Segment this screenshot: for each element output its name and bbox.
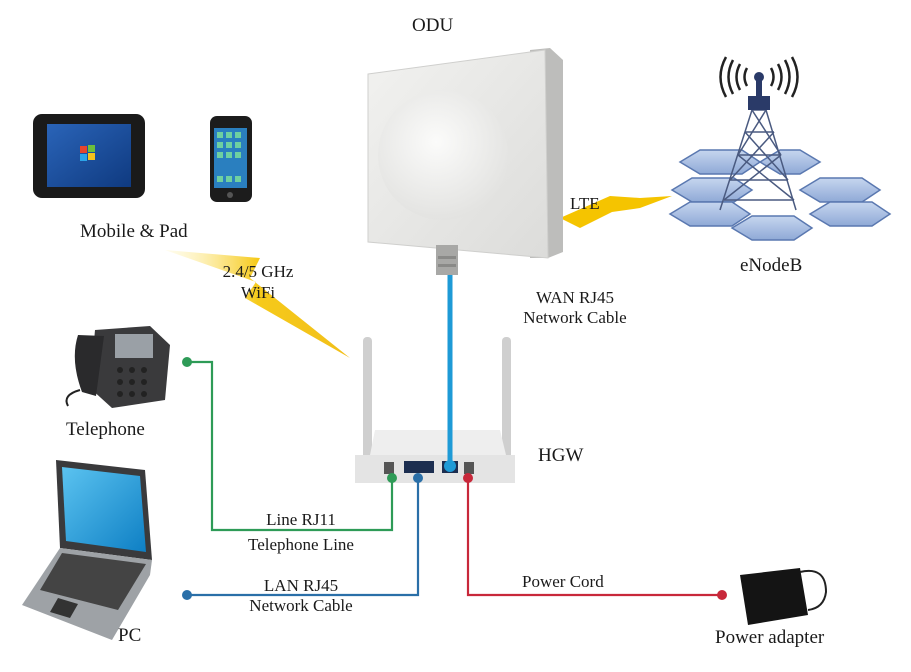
hgw-label: HGW bbox=[538, 445, 584, 466]
telephone-icon bbox=[65, 326, 170, 408]
enodeb-cell-grid bbox=[668, 149, 892, 241]
hgw-line-port bbox=[387, 473, 397, 483]
line-rj11-label-line1: Line RJ11 bbox=[266, 510, 336, 529]
telephone-port-dot bbox=[182, 357, 192, 367]
odu-antenna-icon bbox=[367, 48, 563, 275]
wan-label-line1: WAN RJ45 bbox=[536, 288, 614, 307]
line-rj11-cable bbox=[187, 360, 394, 532]
lan-rj45-cable bbox=[187, 478, 420, 597]
wifi-signal-bolt bbox=[165, 250, 350, 358]
radio-waves-icon bbox=[719, 56, 799, 98]
lte-label: LTE bbox=[570, 194, 600, 213]
wifi-label-line2: WiFi bbox=[240, 283, 276, 302]
telephone-label: Telephone bbox=[66, 419, 145, 440]
power-cord-label: Power Cord bbox=[522, 572, 604, 591]
line-rj11-label-line2: Telephone Line bbox=[248, 535, 354, 554]
power-adapter-icon bbox=[740, 568, 828, 625]
power-cord-cable bbox=[466, 478, 722, 597]
pc-port-dot bbox=[182, 590, 192, 600]
smartphone-icon bbox=[210, 116, 252, 202]
cell-tower-icon bbox=[719, 72, 797, 211]
wifi-label-line1: 2.4/5 GHz bbox=[222, 262, 294, 281]
laptop-icon bbox=[22, 460, 152, 640]
mobile-pad-label: Mobile & Pad bbox=[80, 221, 188, 242]
lte-signal-bolt bbox=[560, 196, 672, 228]
adapter-port-dot bbox=[717, 590, 727, 600]
lan-rj45-label-line1: LAN RJ45 bbox=[263, 576, 339, 595]
hgw-power-port bbox=[463, 473, 473, 483]
enodeb-label: eNodeB bbox=[740, 255, 803, 276]
odu-label: ODU bbox=[412, 15, 454, 36]
tablet-icon bbox=[33, 114, 145, 198]
lan-rj45-label-line2: Network Cable bbox=[249, 596, 353, 615]
pc-label: PC bbox=[118, 625, 142, 646]
hgw-lan-port bbox=[413, 473, 423, 483]
power-adapter-label: Power adapter bbox=[715, 627, 825, 648]
hgw-wan-port bbox=[444, 460, 456, 472]
wan-label-line2: Network Cable bbox=[523, 308, 627, 327]
hgw-router-icon bbox=[355, 337, 515, 483]
